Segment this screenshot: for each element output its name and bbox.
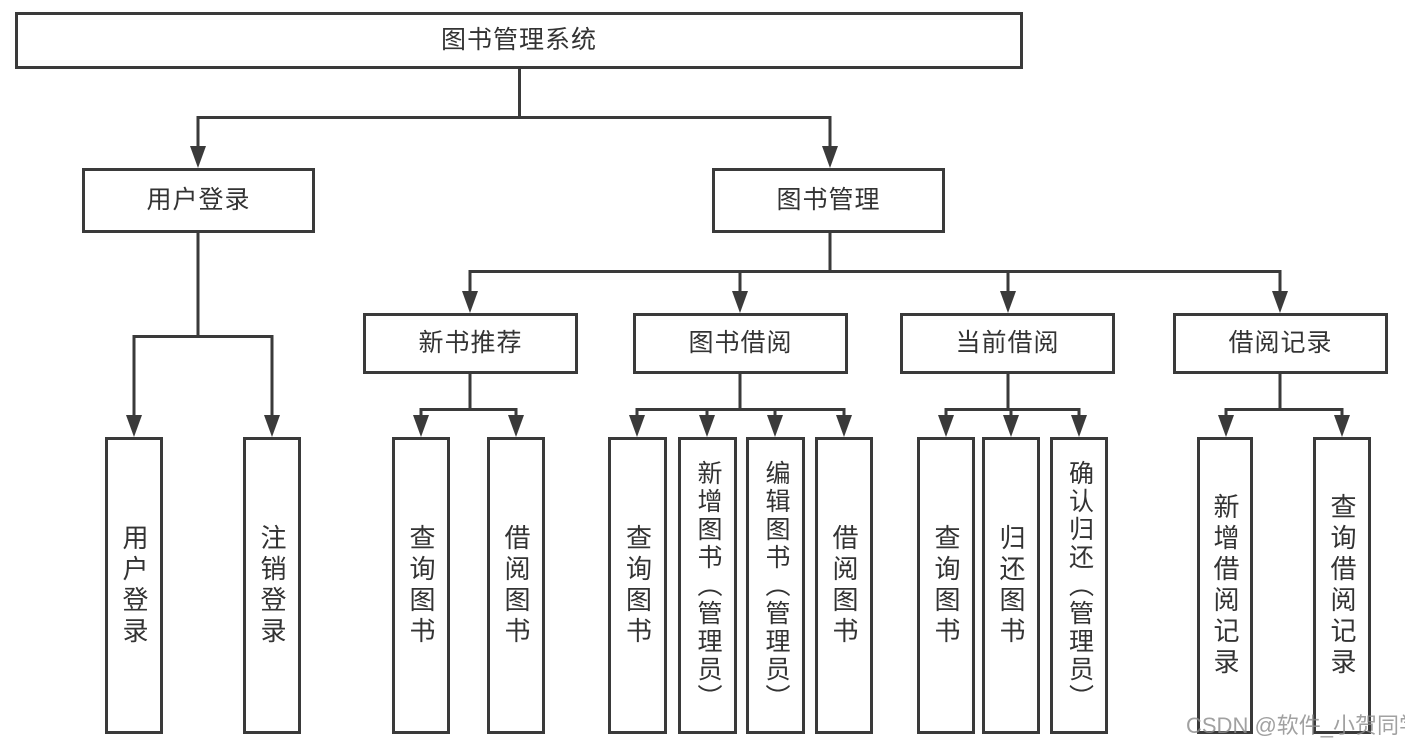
leaf-query-books-borrow: 查询图书 <box>608 437 667 734</box>
leaf-borrow-books-borrow: 借阅图书 <box>815 437 873 734</box>
node-current-borrowing: 当前借阅 <box>900 313 1115 374</box>
node-user-login: 用户登录 <box>82 168 315 233</box>
leaf-query-books-current: 查询图书 <box>917 437 975 734</box>
leaf-return-book: 归还图书 <box>982 437 1040 734</box>
node-new-book-recommend: 新书推荐 <box>363 313 578 374</box>
csdn-watermark: CSDN @软件_小贺同学 <box>1186 713 1405 738</box>
node-book-management: 图书管理 <box>712 168 945 233</box>
node-book-borrowing: 图书借阅 <box>633 313 848 374</box>
leaf-logout: 注销登录 <box>243 437 301 734</box>
leaf-borrow-books-newrec: 借阅图书 <box>487 437 545 734</box>
leaf-user-login: 用户登录 <box>105 437 163 734</box>
leaf-query-borrow-record: 查询借阅记录 <box>1313 437 1371 734</box>
leaf-edit-book-admin: 编辑图书（管理员） <box>746 437 805 734</box>
arrowheads <box>126 146 1350 437</box>
leaf-confirm-return-admin: 确认归还（管理员） <box>1050 437 1108 734</box>
leaf-add-borrow-record: 新增借阅记录 <box>1197 437 1253 734</box>
leaf-query-books-newrec: 查询图书 <box>392 437 450 734</box>
node-borrowing-records: 借阅记录 <box>1173 313 1388 374</box>
node-root: 图书管理系统 <box>15 12 1023 69</box>
leaf-add-book-admin: 新增图书（管理员） <box>678 437 737 734</box>
